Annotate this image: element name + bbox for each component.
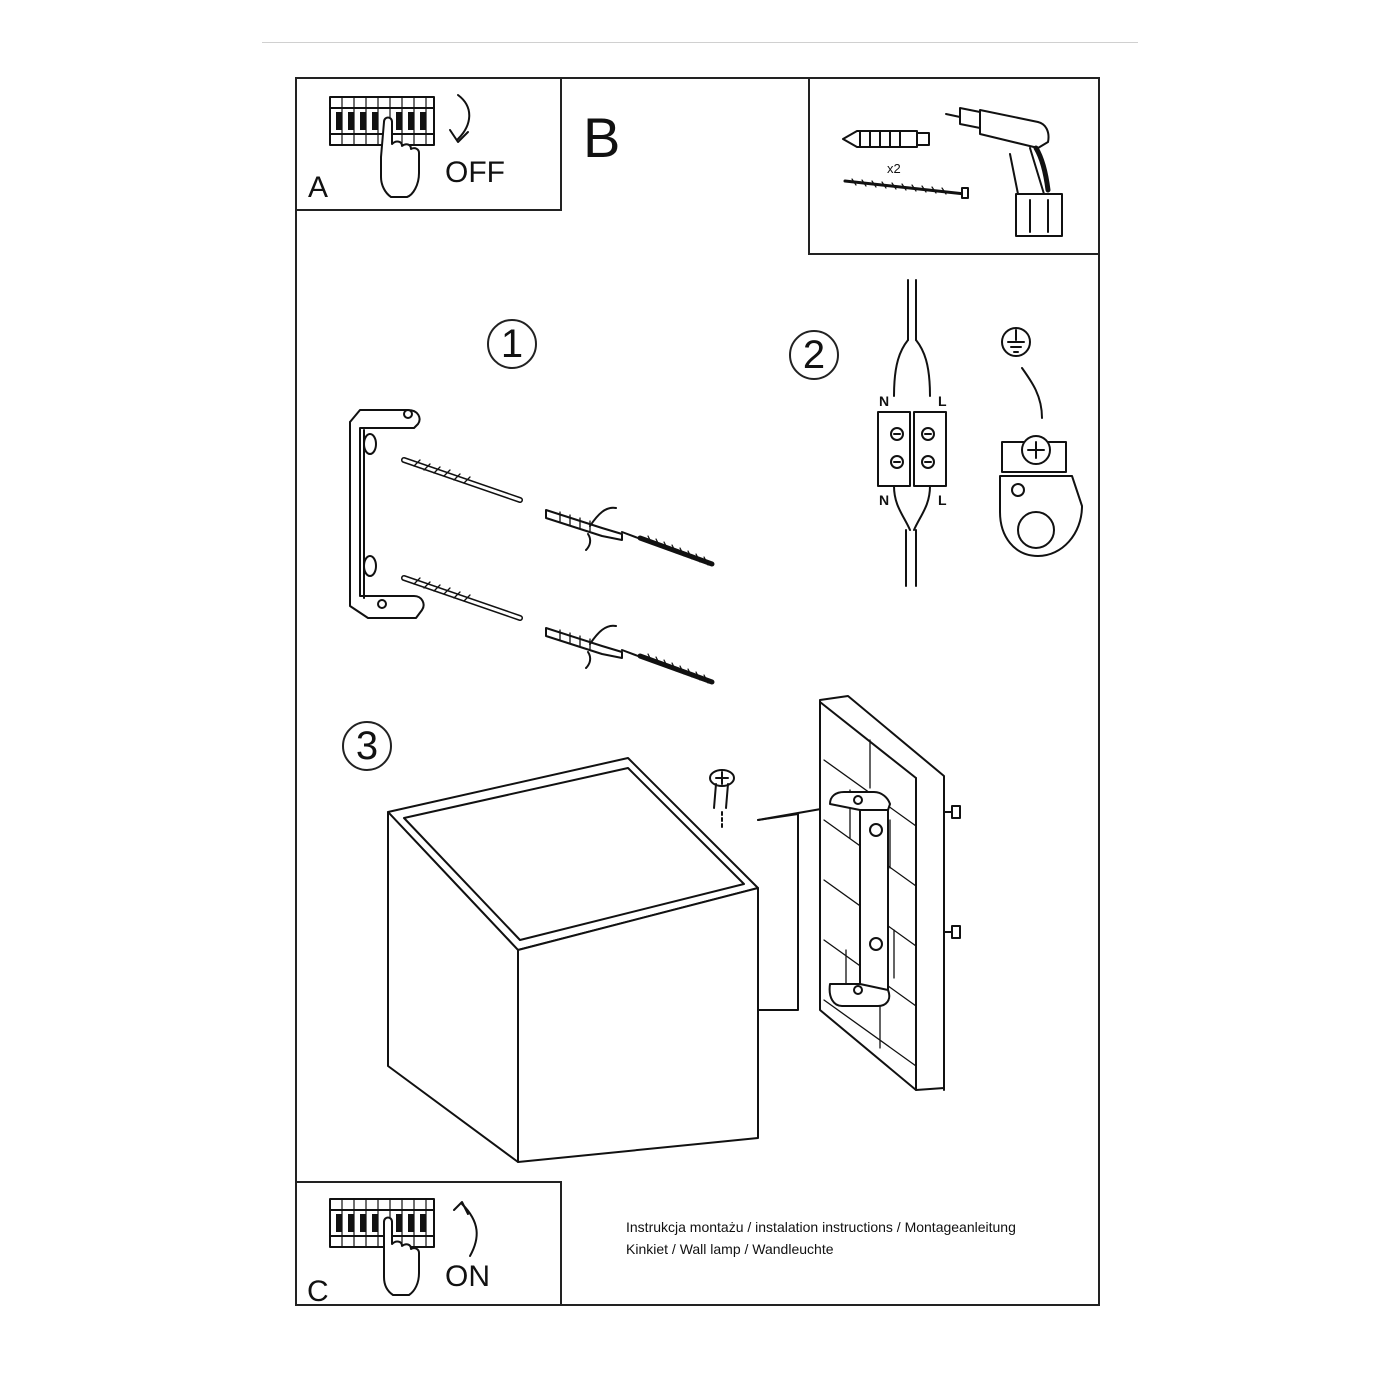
caption-line-2: Kinkiet / Wall lamp / Wandleuchte (626, 1241, 834, 1257)
instruction-caption: Instrukcja montażu / instalation instruc… (626, 1216, 1016, 1260)
live-label-top: L (938, 393, 947, 409)
screw-lower-2-icon (621, 649, 715, 685)
ground-terminal-icon (999, 327, 1083, 557)
step-3-badge: 3 (342, 721, 392, 771)
live-label-bottom: L (938, 492, 947, 508)
screw-upper-icon (401, 457, 523, 503)
dowel-quantity: x2 (887, 161, 901, 176)
screw-icon (843, 178, 969, 199)
dowel-lower-icon (545, 624, 623, 669)
mounting-bracket-icon (349, 409, 425, 619)
breaker-on-icon (329, 1198, 478, 1296)
drill-icon (945, 107, 1063, 237)
screw-top-icon (709, 769, 735, 829)
wall-icon (819, 695, 961, 1091)
caption-line-1: Instrukcja montażu / instalation instruc… (626, 1219, 1016, 1235)
panel-a-letter: A (308, 171, 329, 204)
neutral-label-top: N (879, 393, 890, 409)
panel-a-state: OFF (445, 156, 505, 189)
panel-c-state: ON (445, 1260, 490, 1293)
instruction-frame (295, 77, 1100, 1306)
breaker-off-icon (329, 94, 471, 198)
lamp-cube-icon (387, 757, 839, 1163)
screw-lower-icon (401, 575, 523, 621)
dowel-upper-icon (545, 506, 623, 551)
step-2-badge: 2 (789, 330, 839, 380)
step-1-badge: 1 (487, 319, 537, 369)
panel-c-letter: C (307, 1275, 329, 1308)
top-rule (262, 42, 1138, 43)
neutral-label-bottom: N (879, 492, 890, 508)
dowel-icon (842, 130, 930, 148)
wire-connector-icon (877, 279, 947, 587)
wall-bracket-icon (828, 791, 891, 1007)
panel-b-letter: B (583, 106, 621, 169)
screw-upper-2-icon (621, 531, 715, 567)
